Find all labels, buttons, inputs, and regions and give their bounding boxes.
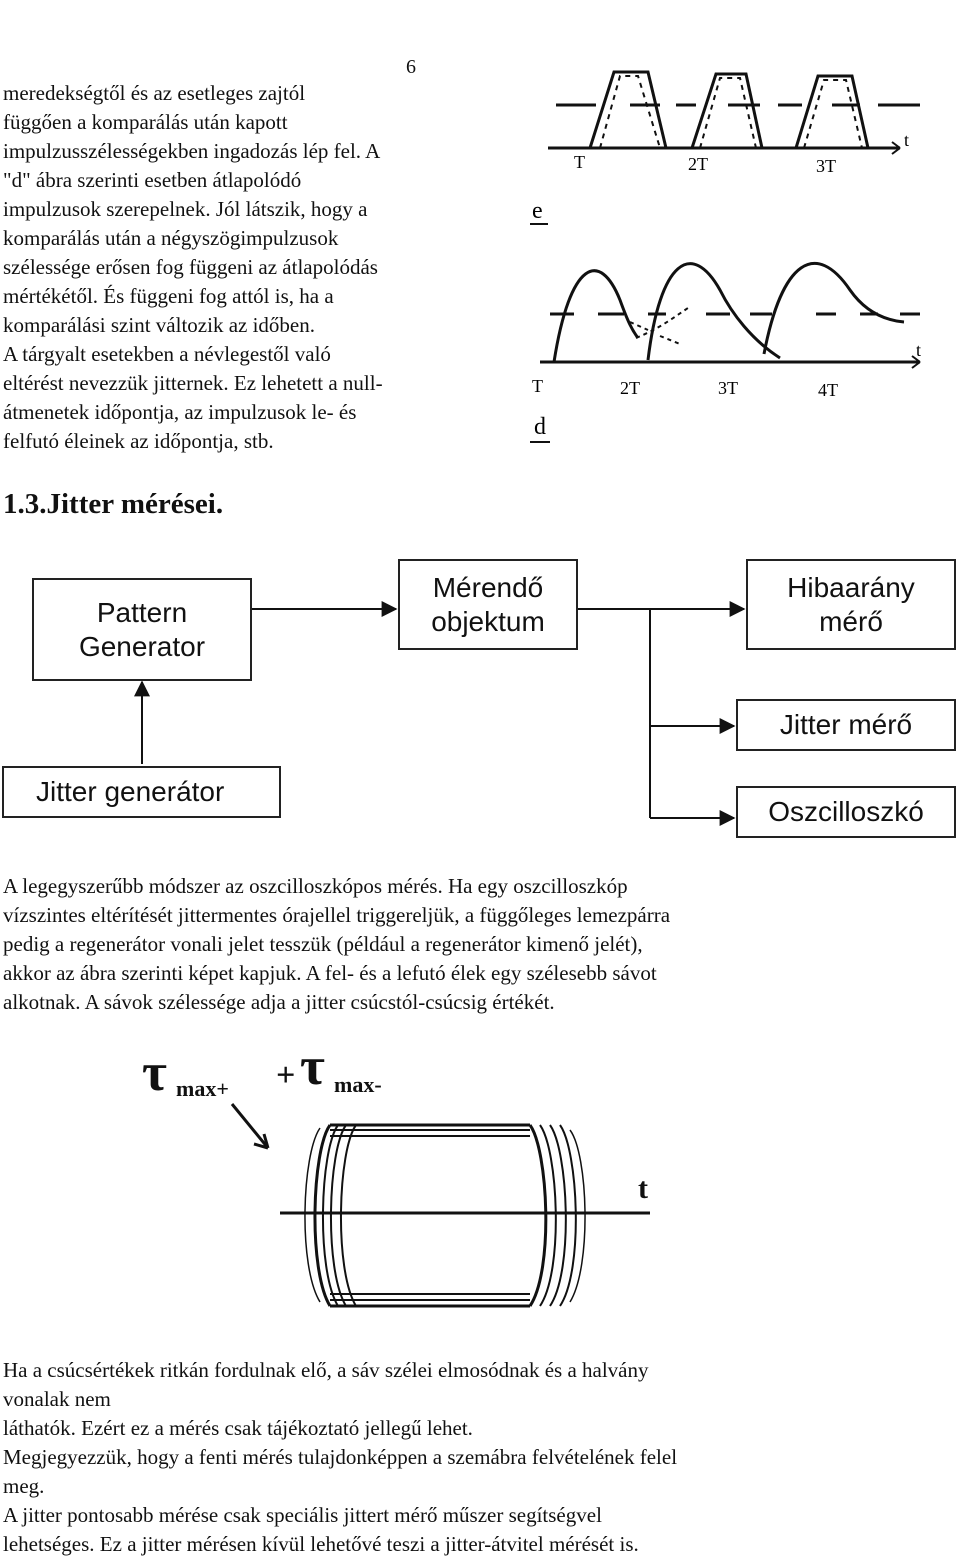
bottom-tick-2t: 2T [620,378,640,398]
jitter-generator-label: Jitter generátor [36,776,225,807]
intro-line: függően a komparálás után kapott [3,110,288,134]
closing-line: lehetséges. Ez a jitter mérésen kívül le… [3,1532,639,1556]
section-heading: 1.3.Jitter mérései. [3,488,224,520]
intro-line: mértékétől. És függeni fog attól is, ha … [3,284,334,308]
top-tick-2t: 2T [688,154,708,174]
merendo-objektum-box: Mérendő objektum [398,559,578,650]
closing-line: vonalak nem [3,1387,111,1411]
closing-line: A jitter pontosabb mérése csak speciális… [3,1503,602,1527]
eye-diagram-figure: τ max+ + τ max- t [142,1036,650,1308]
closing-line: láthatók. Ezért ez a mérés csak tájékozt… [3,1416,473,1440]
bottom-tick-4t: 4T [818,380,838,400]
method-line: akkor az ábra szerinti képet kapjuk. A f… [3,961,657,985]
jitter-generator-box: Jitter generátor [2,766,281,818]
block-diagram-connectors [134,601,746,826]
intro-line: komparálás után a négyszögimpulzusok [3,226,339,250]
hibaarany-mero-line-2: mérő [819,605,883,637]
hibaarany-mero-box: Hibaarány mérő [746,559,956,650]
merendo-objektum-line-2: objektum [431,605,545,637]
bottom-hump-1 [552,269,640,363]
tau-arrow [230,1103,270,1149]
bottom-tick-3t: 3T [718,378,738,398]
jitter-mero-label: Jitter mérő [779,709,913,740]
intro-line: szélessége erősen fog függeni az átlapol… [3,255,378,279]
closing-line: Megjegyezzük, hogy a fenti mérés tulajdo… [3,1445,678,1469]
top-tick-3t: 3T [816,156,836,176]
intro-paragraph: meredekségtől és az esetleges zajtól füg… [3,79,383,456]
tau-minus-subscript: max- [334,1072,382,1097]
bottom-hump-2 [646,262,781,361]
bottom-hump-3 [762,261,905,355]
top-axis-t: t [904,130,909,150]
waveform-figure: T 2T 3T t e T 2T 3T 4T t d [530,70,921,443]
hibaarany-mero-line-1: Hibaarány [787,571,915,603]
oszcilloszko-label: Oszcilloszkó [768,796,924,827]
bottom-tick-t: T [532,376,543,396]
top-tick-t: T [574,152,585,172]
tau-minus-symbol: τ [300,1036,325,1096]
closing-line: meg. [3,1474,45,1498]
plus-sign: + [276,1057,295,1094]
top-pulse-3 [794,74,870,149]
intro-line: meredekségtől és az esetleges zajtól [3,81,306,105]
label-d: d [534,414,546,440]
pattern-generator-box: Pattern Generator [32,578,252,681]
intro-line: komparálási szint változik az időben. [3,313,315,337]
pattern-generator-line-1: Pattern [96,596,188,628]
bottom-axis-t: t [916,340,921,360]
eye-right-edges [528,1124,548,1307]
method-line: vízszintes eltérítését jittermentes óraj… [3,903,671,927]
intro-line: "d" ábra szerinti esetben átlapolódó [3,168,302,192]
tau-plus-symbol: τ [142,1042,167,1102]
tau-plus-subscript: max+ [176,1076,229,1101]
intro-line: eltérést nevezzük jitternek. Ez lehetett… [3,371,383,395]
intro-line: A tárgyalt esetekben a névlegestől való [3,342,331,366]
method-paragraph: A legegyszerűbb módszer az oszcilloszkóp… [3,872,670,1017]
closing-paragraph: Ha a csúcsértékek ritkán fordulnak elő, … [3,1356,677,1559]
jitter-mero-box: Jitter mérő [736,699,956,751]
page-number: 6 [406,56,416,78]
method-line: alkotnak. A sávok szélessége adja a jitt… [3,990,555,1014]
eye-left-edges [313,1124,332,1307]
method-line: A legegyszerűbb módszer az oszcilloszkóp… [3,874,628,898]
intro-line: felfutó éleinek az időpontja, stb. [3,429,274,453]
time-axis-label: t [638,1172,648,1205]
top-pulse-1 [588,70,668,149]
merendo-objektum-line-1: Mérendő [432,571,544,603]
intro-line: átmenetek időpontja, az impulzusok le- é… [3,400,357,424]
intro-line: impulzusszélességekben ingadozás lép fel… [3,139,381,163]
method-line: pedig a regenerátor vonali jelet tesszük… [3,932,643,956]
label-e: e [532,198,543,224]
oszcilloszko-box: Oszcilloszkó [736,786,956,838]
top-pulse-2 [690,72,764,149]
pattern-generator-line-2: Generator [78,630,206,662]
closing-line: Ha a csúcsértékek ritkán fordulnak elő, … [3,1358,649,1382]
intro-line: impulzusok szerepelnek. Jól látszik, hog… [3,197,368,221]
